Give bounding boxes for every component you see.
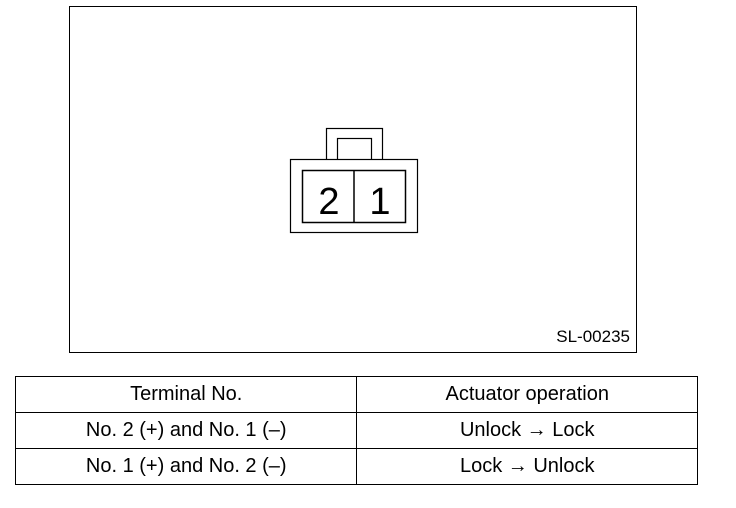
table-row: No. 1 (+) and No. 2 (–) Lock → Unlock — [14, 448, 698, 485]
terminal-2-label: 2 — [318, 181, 340, 223]
table-row: No. 2 (+) and No. 1 (–) Unlock → Lock — [14, 412, 698, 449]
terminal-1-label: 1 — [369, 181, 391, 223]
terminal-operation-table: Terminal No. Actuator operation No. 2 (+… — [14, 376, 698, 485]
cell-operation: Lock → Unlock — [356, 448, 698, 485]
cell-terminal: No. 2 (+) and No. 1 (–) — [14, 412, 358, 449]
connector-latch-outer — [325, 127, 384, 163]
cell-terminal: No. 1 (+) and No. 2 (–) — [14, 448, 358, 485]
connector-latch-inner — [336, 137, 373, 163]
header-actuator-operation: Actuator operation — [356, 376, 698, 413]
connector-figure: 2 1 SL-00235 — [69, 6, 637, 353]
connector-diagram — [289, 127, 419, 234]
cell-operation: Unlock → Lock — [356, 412, 698, 449]
header-terminal-no: Terminal No. — [14, 376, 358, 413]
table-header-row: Terminal No. Actuator operation — [14, 376, 698, 413]
figure-code: SL-00235 — [556, 327, 630, 346]
